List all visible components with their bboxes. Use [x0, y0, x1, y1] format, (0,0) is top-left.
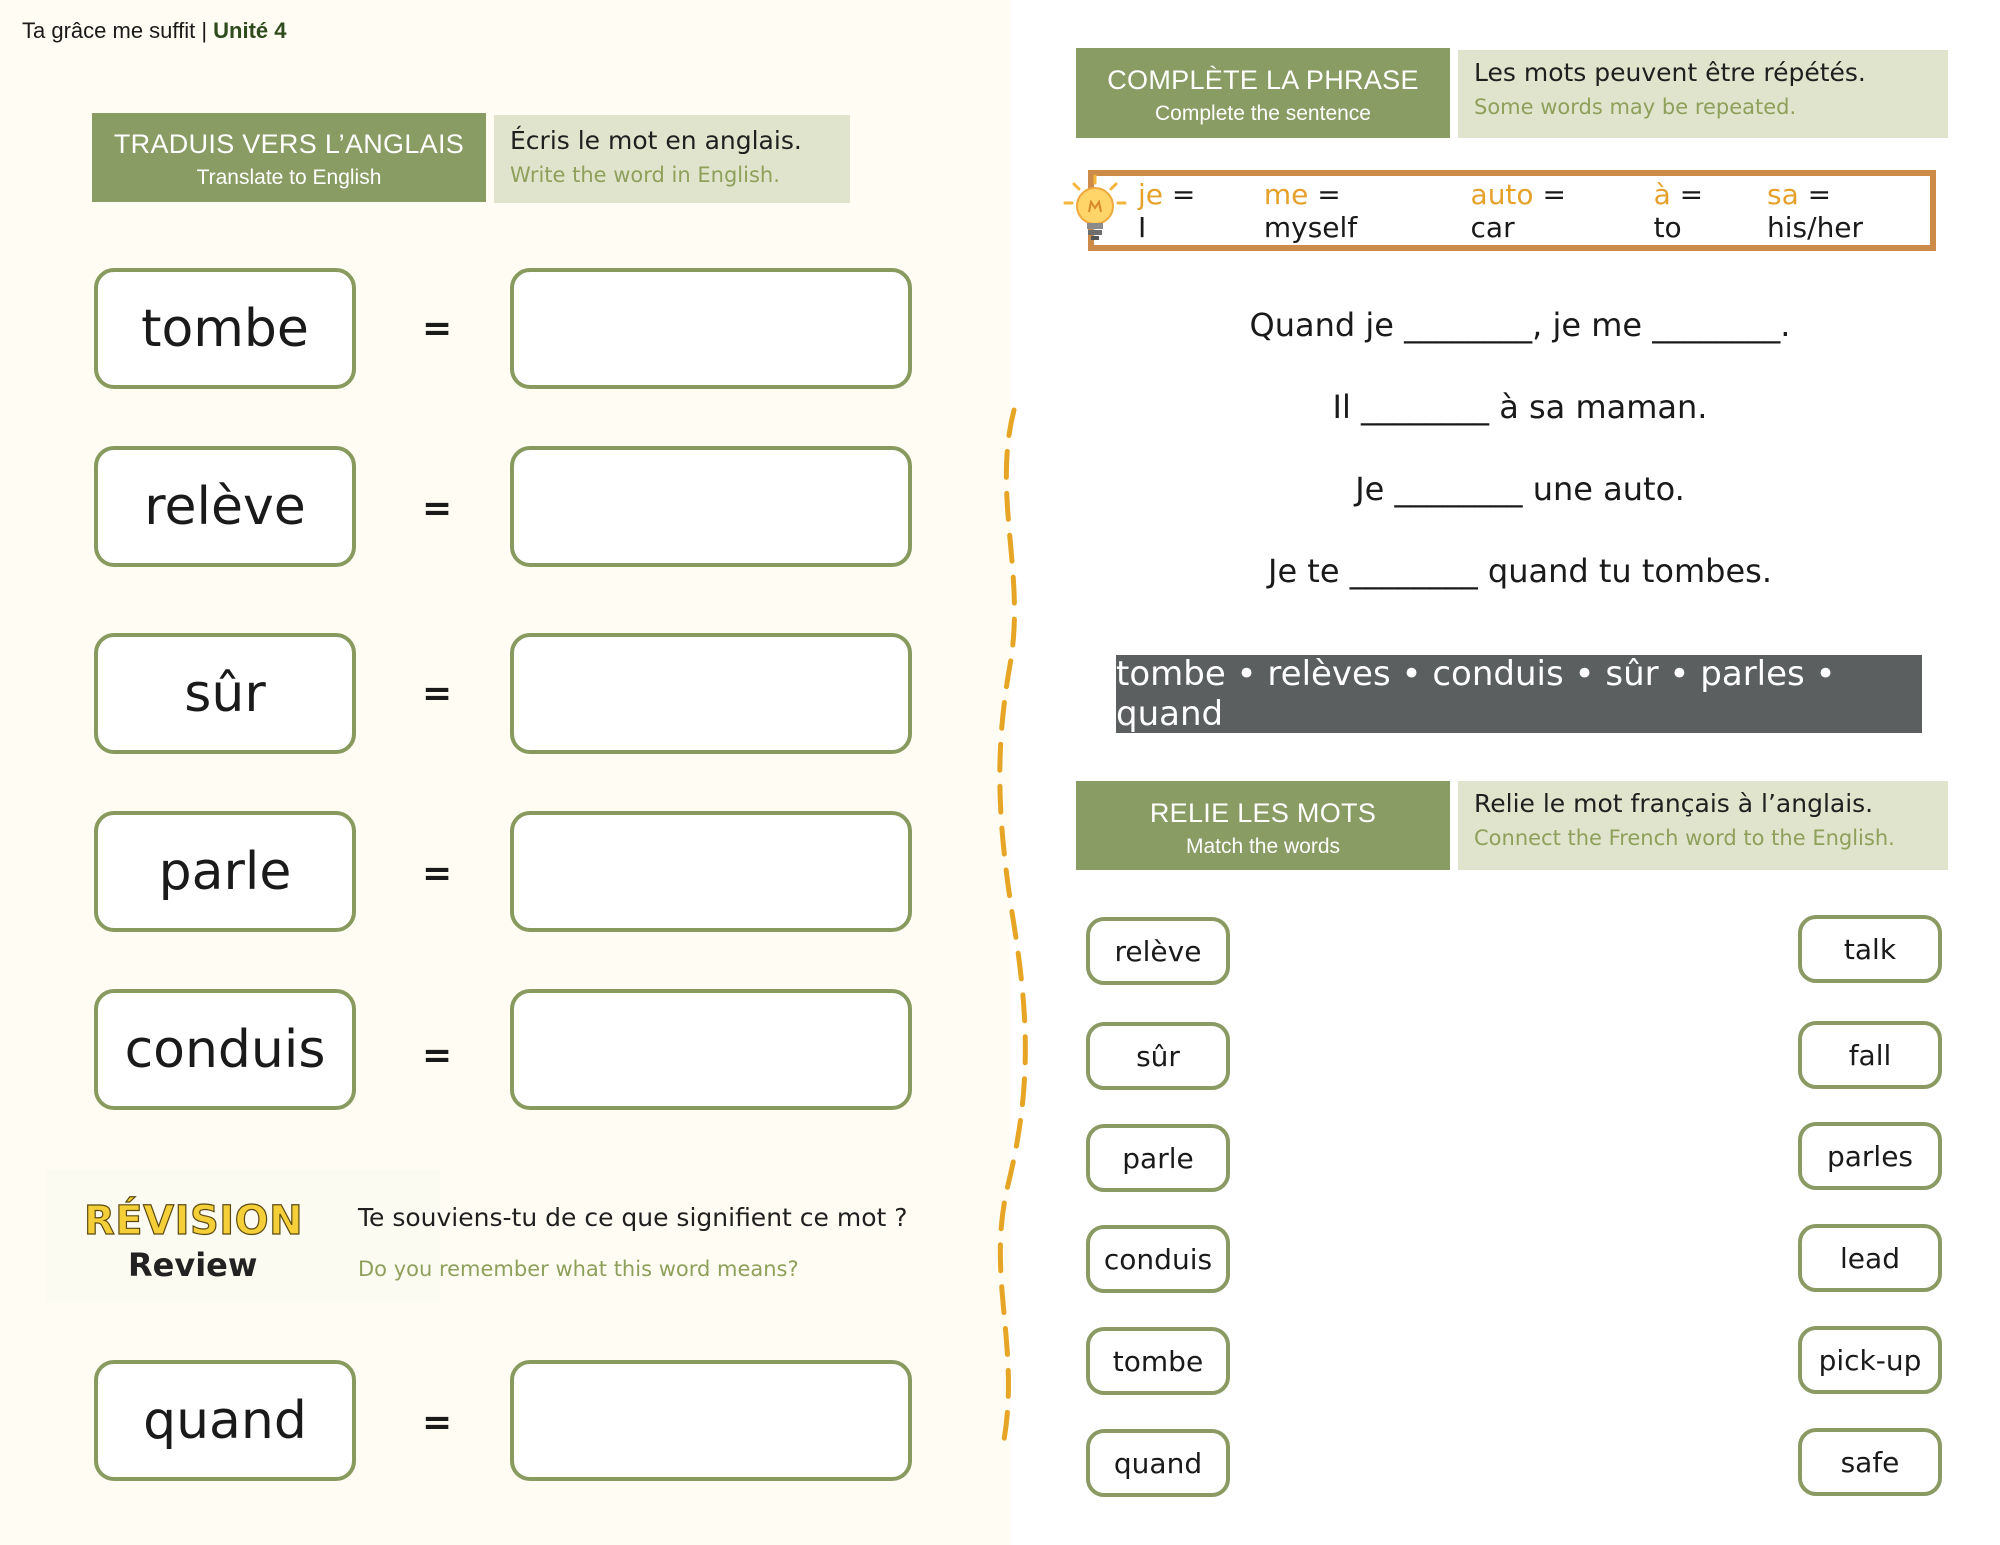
translate-word-4: parle — [94, 811, 356, 932]
review-question-en: Do you remember what this word means? — [358, 1257, 799, 1281]
match-english-6[interactable]: safe — [1798, 1428, 1942, 1496]
review-question: Te souviens-tu de ce que signifient ce m… — [358, 1203, 908, 1232]
equals-sign: = — [422, 1402, 453, 1443]
translate-instruction-en: Write the word in English. — [510, 163, 780, 187]
equals-sign: = — [422, 673, 453, 714]
sentence-1: Quand je ________, je me ________. — [1249, 306, 1791, 344]
sentence-2: Il ________ à sa maman. — [1332, 388, 1708, 426]
match-french-2[interactable]: sûr — [1086, 1022, 1230, 1090]
answer-box-5[interactable] — [510, 989, 912, 1110]
left-page-background — [0, 0, 1010, 1545]
answer-box-3[interactable] — [510, 633, 912, 754]
match-instruction-en: Connect the French word to the English. — [1474, 826, 1895, 850]
complete-subtitle: Complete the sentence — [1155, 102, 1371, 125]
match-instruction-box: Relie le mot français à l’anglais. Conne… — [1458, 781, 1948, 870]
match-instruction: Relie le mot français à l’anglais. — [1474, 789, 1874, 818]
answer-box-4[interactable] — [510, 811, 912, 932]
header-title: Ta grâce me suffit | — [22, 18, 214, 43]
match-french-6[interactable]: quand — [1086, 1429, 1230, 1497]
complete-instruction: Les mots peuvent être répétés. — [1474, 58, 1866, 87]
match-title: RELIE LES MOTS — [1149, 798, 1377, 828]
review-label-box: RÉVISION Review — [46, 1170, 440, 1303]
match-french-4[interactable]: conduis — [1086, 1225, 1230, 1293]
match-subtitle: Match the words — [1185, 835, 1341, 858]
sentence-3: Je ________ une auto. — [1355, 470, 1685, 508]
review-title: RÉVISION — [83, 1197, 304, 1244]
equals-sign: = — [422, 488, 453, 529]
word-bank: tombe • relèves • conduis • sûr • parles… — [1116, 654, 1922, 734]
translate-instruction-box: Écris le mot en anglais. Write the word … — [494, 115, 850, 203]
hint-1: je = I — [1138, 177, 1196, 244]
translate-word-2: relève — [94, 446, 356, 567]
lightbulb-icon — [1063, 174, 1127, 240]
match-french-5[interactable]: tombe — [1086, 1327, 1230, 1395]
review-subtitle: Review — [128, 1246, 258, 1284]
match-english-4[interactable]: lead — [1798, 1224, 1942, 1292]
translate-word-3: sûr — [94, 633, 356, 754]
match-french-1[interactable]: relève — [1086, 917, 1230, 985]
translate-title: TRADUIS VERS L’ANGLAIS — [113, 129, 465, 159]
match-english-3[interactable]: parles — [1798, 1122, 1942, 1190]
hint-3: auto = car — [1470, 177, 1566, 244]
hint-5: sa = his/her — [1767, 177, 1864, 244]
match-title-box: RELIE LES MOTS Match the words — [1076, 781, 1450, 870]
equals-sign: = — [422, 853, 453, 894]
translate-word-1: tombe — [94, 268, 356, 389]
complete-title-box: COMPLÈTE LA PHRASE Complete the sentence — [1076, 48, 1450, 138]
complete-instruction-en: Some words may be repeated. — [1474, 95, 1797, 119]
complete-title: COMPLÈTE LA PHRASE — [1107, 65, 1419, 95]
match-french-3[interactable]: parle — [1086, 1124, 1230, 1192]
hint-2: me = myself — [1263, 177, 1358, 244]
match-english-2[interactable]: fall — [1798, 1021, 1942, 1089]
match-english-1[interactable]: talk — [1798, 915, 1942, 983]
sentence-4: Je te ________ quand tu tombes. — [1268, 552, 1772, 590]
match-english-5[interactable]: pick-up — [1798, 1326, 1942, 1394]
dashed-divider — [997, 407, 1028, 1443]
hint-box: je = I me = myself auto = car à = to sa … — [1088, 170, 1936, 251]
translate-title-box: TRADUIS VERS L’ANGLAIS Translate to Engl… — [92, 113, 486, 202]
translate-word-5: conduis — [94, 989, 356, 1110]
review-answer-box[interactable] — [510, 1360, 912, 1481]
answer-box-1[interactable] — [510, 268, 912, 389]
header-unit: Unité 4 — [213, 18, 287, 43]
page-header: Ta grâce me suffit | Unité 4 — [22, 18, 287, 44]
hint-4: à = to — [1653, 177, 1704, 244]
translate-instruction: Écris le mot en anglais. — [510, 126, 802, 155]
translate-subtitle: Translate to English — [196, 166, 382, 189]
review-word: quand — [94, 1360, 356, 1481]
answer-box-2[interactable] — [510, 446, 912, 567]
equals-sign: = — [422, 1035, 453, 1076]
equals-sign: = — [422, 308, 453, 349]
complete-instruction-box: Les mots peuvent être répétés. Some word… — [1458, 50, 1948, 138]
